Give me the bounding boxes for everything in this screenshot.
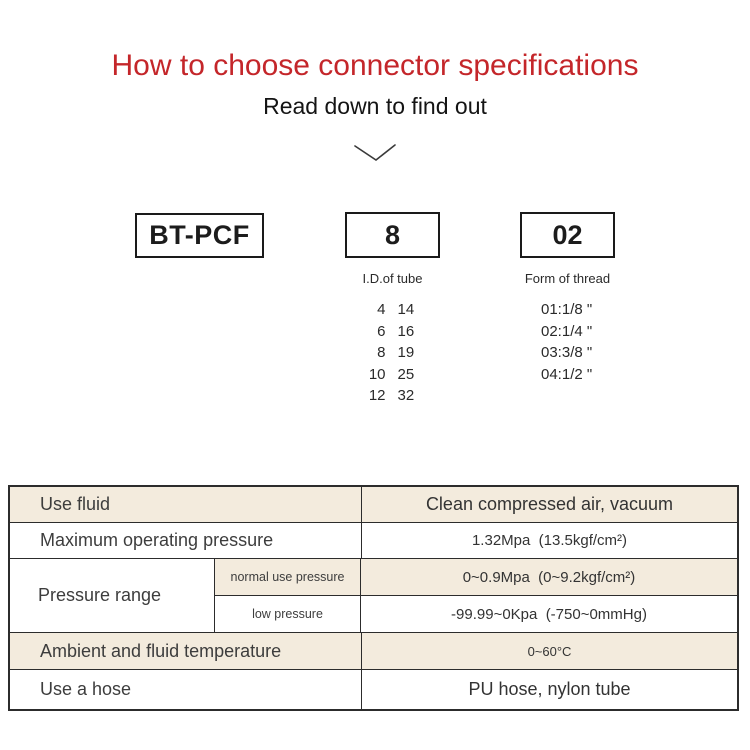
page-subtitle: Read down to find out [263,93,487,119]
row-label: Maximum operating pressure [10,523,362,558]
chevron-down-icon [352,141,398,165]
row-value: 1.32Mpa (13.5kgf/cm²) [471,532,628,549]
table-row-pressure-range: Pressure range normal use pressure 0~0.9… [10,558,737,632]
tube-caption: I.D.of tube [362,271,423,286]
row-value: PU hose, nylon tube [468,679,631,699]
table-subrow-low-pressure: low pressure -99.99~0Kpa (-750~0mmHg) [215,595,737,632]
tube-size-box: 8 [345,212,440,258]
table-subrow-normal-pressure: normal use pressure 0~0.9Mpa (0~9.2kgf/c… [215,559,737,595]
table-row-use-fluid: Use fluid Clean compressed air, vacuum [10,487,737,522]
page-title: How to choose connector specifications [111,49,639,82]
table-row-hose: Use a hose PU hose, nylon tube [10,669,737,709]
spec-table: Use fluid Clean compressed air, vacuum M… [8,485,739,711]
model-prefix-box: BT-PCF [135,213,264,258]
thread-option: 02:1/4 " [541,322,593,340]
thread-option-list: 01:1/8 " 02:1/4 " 03:3/8 " 04:1/2 " [541,299,651,385]
row-label: Ambient and fluid temperature [10,633,362,669]
subrow-value: -99.99~0Kpa (-750~0mmHg) [451,605,647,623]
table-row-temperature: Ambient and fluid temperature 0~60°C [10,632,737,669]
thread-caption: Form of thread [524,271,611,286]
subrow-label: normal use pressure [215,559,361,595]
thread-option: 04:1/2 " [541,365,593,383]
row-value: 0~60°C [527,643,572,659]
row-label: Use fluid [10,487,362,522]
table-row-max-pressure: Maximum operating pressure 1.32Mpa (13.5… [10,522,737,558]
thread-option: 03:3/8 " [541,344,593,361]
subrow-value: 0~0.9Mpa (0~9.2kgf/cm²) [462,568,636,586]
thread-option: 01:1/8 " [541,301,593,318]
row-value: Clean compressed air, vacuum [425,494,674,514]
row-label: Pressure range [10,559,215,632]
row-label: Use a hose [10,670,362,709]
thread-form-box: 02 [520,212,615,258]
subrow-label: low pressure [215,596,361,632]
